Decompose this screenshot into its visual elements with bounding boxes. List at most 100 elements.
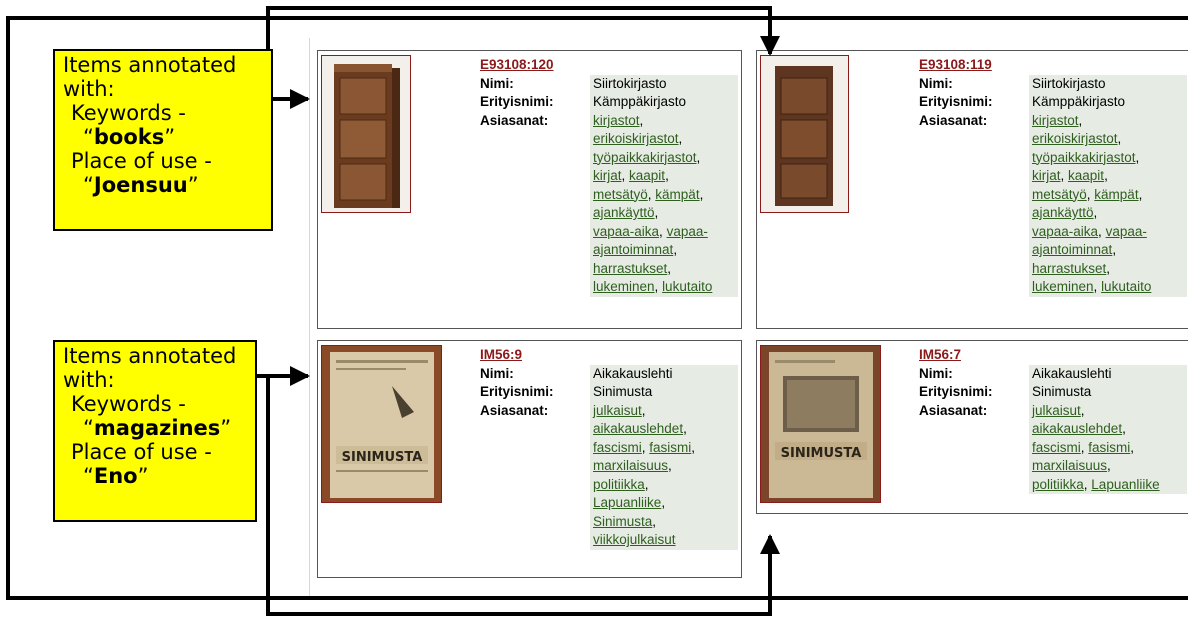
magazine-cover-image: SINIMUSTA xyxy=(769,352,873,498)
keyword-line: metsätyö, kämpät, xyxy=(1032,186,1143,202)
annotation-place-label: Place of use - xyxy=(71,440,212,464)
keyword-line: julkaisut, xyxy=(593,402,646,418)
cabinet-image xyxy=(334,64,400,208)
keyword-line: ajantoiminnat, xyxy=(593,242,678,257)
name-label: Nimi: xyxy=(919,75,953,91)
keyword-link[interactable]: ajankäyttö xyxy=(1032,205,1094,220)
keyword-link[interactable]: fascismi xyxy=(1032,439,1081,455)
item-thumbnail[interactable] xyxy=(321,55,411,213)
special-name-label: Erityisnimi: xyxy=(919,384,993,399)
keyword-link[interactable]: ajantoiminnat xyxy=(593,242,674,257)
keyword-line: ajantoiminnat, xyxy=(1032,242,1117,257)
keyword-line: harrastukset, xyxy=(593,260,672,276)
keyword-link[interactable]: metsätyö xyxy=(1032,186,1087,202)
keyword-link[interactable]: kaapit xyxy=(629,168,666,183)
keyword-link[interactable]: Lapuanliike xyxy=(593,495,662,510)
cabinet-image xyxy=(775,66,833,206)
keyword-link[interactable]: marxilaisuus xyxy=(593,458,669,473)
special-name-label: Erityisnimi: xyxy=(480,94,554,109)
keyword-link[interactable]: vapaa- xyxy=(666,223,708,239)
keyword-line: aikakauslehdet, xyxy=(1032,421,1126,436)
result-card: E93108:119 Nimi:Siirtokirjasto Erityisni… xyxy=(756,50,1188,329)
keyword-link[interactable]: kirjastot xyxy=(1032,112,1079,128)
keyword-link[interactable]: kirjat xyxy=(1032,168,1061,183)
name-value: Siirtokirjasto xyxy=(1029,74,1187,93)
keyword-link[interactable]: vapaa- xyxy=(1105,223,1147,239)
keyword-link[interactable]: kämpät xyxy=(1094,186,1139,202)
item-info: E93108:120 Nimi:Siirtokirjasto Erityisni… xyxy=(480,56,738,297)
keyword-line: erikoiskirjastot, xyxy=(1032,131,1122,146)
keyword-line: viikkojulkaisut xyxy=(593,531,738,550)
keyword-list: julkaisut,aikakauslehdet,fascismi, fasis… xyxy=(590,401,738,550)
keyword-link[interactable]: kirjat xyxy=(593,168,622,183)
keyword-line: politiikka, Lapuanliike xyxy=(1032,476,1160,492)
keyword-line: ajankäyttö, xyxy=(1032,205,1098,220)
keyword-link[interactable]: työpaikkakirjastot xyxy=(593,149,697,165)
item-thumbnail[interactable]: SINIMUSTA xyxy=(760,345,881,503)
keyword-line: metsätyö, kämpät, xyxy=(593,186,704,202)
item-id-link[interactable]: E93108:119 xyxy=(919,57,992,72)
keywords-label: Asiasanat: xyxy=(480,402,549,418)
item-info: IM56:9 Nimi:Aikakauslehti Erityisnimi:Si… xyxy=(480,346,738,550)
name-value: Siirtokirjasto xyxy=(590,74,738,93)
keyword-line: kirjat, kaapit, xyxy=(593,168,669,183)
result-card: SINIMUSTA IM56:9 Nimi:Aikakauslehti Erit… xyxy=(317,340,742,578)
keyword-link[interactable]: politiikka xyxy=(593,476,645,492)
keyword-link[interactable]: viikkojulkaisut xyxy=(593,532,676,547)
keyword-line: vapaa-aika, vapaa- xyxy=(593,223,708,239)
keyword-line: marxilaisuus, xyxy=(593,458,672,473)
keyword-link[interactable]: ajantoiminnat xyxy=(1032,242,1113,257)
item-id-link[interactable]: IM56:9 xyxy=(480,347,523,362)
special-name-value: Sinimusta xyxy=(590,383,738,402)
keyword-link[interactable]: harrastukset xyxy=(593,260,668,276)
keyword-link[interactable]: fasismi xyxy=(1088,439,1131,455)
keyword-line: työpaikkakirjastot, xyxy=(593,149,701,165)
keyword-link[interactable]: aikakauslehdet xyxy=(1032,421,1123,436)
keyword-line: harrastukset, xyxy=(1032,260,1111,276)
item-id-link[interactable]: IM56:7 xyxy=(919,347,962,362)
keyword-link[interactable]: metsätyö xyxy=(593,186,648,202)
keyword-link[interactable]: harrastukset xyxy=(1032,260,1107,276)
annotation-place-value: “Eno” xyxy=(83,464,149,488)
keyword-link[interactable]: fasismi xyxy=(649,439,692,455)
keyword-link[interactable]: marxilaisuus xyxy=(1032,458,1108,473)
keyword-link[interactable]: vapaa-aika xyxy=(1032,223,1099,239)
annotation-keywords-label: Keywords - xyxy=(71,101,186,125)
keyword-link[interactable]: työpaikkakirjastot xyxy=(1032,149,1136,165)
keyword-line: lukeminen, lukutaito xyxy=(593,279,713,294)
item-id-link[interactable]: E93108:120 xyxy=(480,57,554,72)
keyword-link[interactable]: erikoiskirjastot xyxy=(593,131,679,146)
keyword-link[interactable]: lukutaito xyxy=(1101,279,1152,294)
keyword-link[interactable]: vapaa-aika xyxy=(593,223,660,239)
keyword-link[interactable]: lukeminen xyxy=(1032,279,1094,294)
keyword-link[interactable]: Sinimusta xyxy=(593,513,653,529)
keyword-line: marxilaisuus, xyxy=(1032,458,1111,473)
keyword-list: julkaisut,aikakauslehdet,fascismi, fasis… xyxy=(1029,401,1187,494)
keyword-link[interactable]: fascismi xyxy=(593,439,642,455)
keyword-line: työpaikkakirjastot, xyxy=(1032,149,1140,165)
annotation-keywords-value: “books” xyxy=(83,125,176,149)
item-thumbnail[interactable] xyxy=(760,55,849,213)
name-label: Nimi: xyxy=(480,365,514,381)
keyword-link[interactable]: aikakauslehdet xyxy=(593,421,684,436)
annotation-keywords-value: “magazines” xyxy=(83,416,232,440)
keyword-link[interactable]: lukutaito xyxy=(662,279,713,294)
special-name-label: Erityisnimi: xyxy=(480,384,554,399)
keyword-link[interactable]: politiikka xyxy=(1032,476,1084,492)
cover-title: SINIMUSTA xyxy=(781,446,862,461)
keyword-link[interactable]: kirjastot xyxy=(593,112,640,128)
item-thumbnail[interactable]: SINIMUSTA xyxy=(321,345,442,503)
keyword-link[interactable]: julkaisut xyxy=(1032,402,1081,418)
keyword-link[interactable]: lukeminen xyxy=(593,279,655,294)
results-panel-divider xyxy=(309,38,310,598)
keyword-line: kirjastot, xyxy=(1032,112,1083,128)
keyword-link[interactable]: ajankäyttö xyxy=(593,205,655,220)
special-name-value: Kämppäkirjasto xyxy=(1029,93,1187,112)
keyword-link[interactable]: Lapuanliike xyxy=(1091,476,1160,492)
keyword-link[interactable]: erikoiskirjastot xyxy=(1032,131,1118,146)
keyword-link[interactable]: kämpät xyxy=(655,186,700,202)
item-info: IM56:7 Nimi:Aikakauslehti Erityisnimi:Si… xyxy=(919,346,1187,494)
keywords-label: Asiasanat: xyxy=(919,402,988,418)
keyword-link[interactable]: kaapit xyxy=(1068,168,1105,183)
keyword-link[interactable]: julkaisut xyxy=(593,402,642,418)
